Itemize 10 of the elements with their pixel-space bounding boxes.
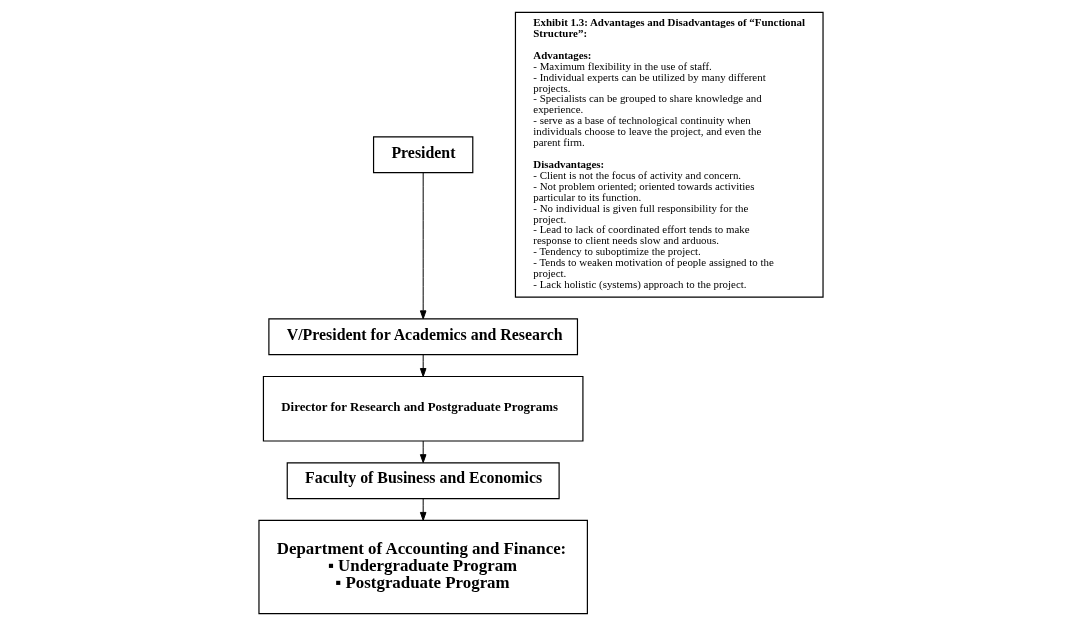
arrow	[419, 498, 426, 521]
arrow	[419, 440, 426, 464]
node-box: V/President for Academics and Research	[267, 318, 578, 356]
arrow	[419, 354, 426, 377]
node-box: Exhibit 1.3: Advantages and Disadvantages of “Functional Structure”: Advantages: - Maximum flexibility in the use of staff. - Individual experts can be utilized by many different projects. - Specialists can be grouped to share knowledge and experience. - serve as a base of technological continuity when individuals choose to leave the project, and even the parent firm. Disadvantages: - Client is not the focus of activity and concern. - Not problem oriented; oriented towards activities particular to its function. - No individual is given full responsibility for the project. - Lead to lack of coordinated effort tends to make response to client needs slow and arduous. - Tendency to suboptimize the project. - Tends to weaken motivation of people assigned to the project. - Lack holistic (systems) approach to the project.	[514, 11, 824, 298]
node-box: Director for Research and Postgraduate Programs	[262, 375, 583, 442]
arrow	[419, 172, 426, 320]
node-box: Faculty of Business and Economics	[286, 462, 560, 500]
node-box: President	[372, 136, 473, 174]
node-box: Department of Accounting and Finance: ▪ Undergraduate Program ▪ Postgraduate Program	[257, 519, 588, 615]
